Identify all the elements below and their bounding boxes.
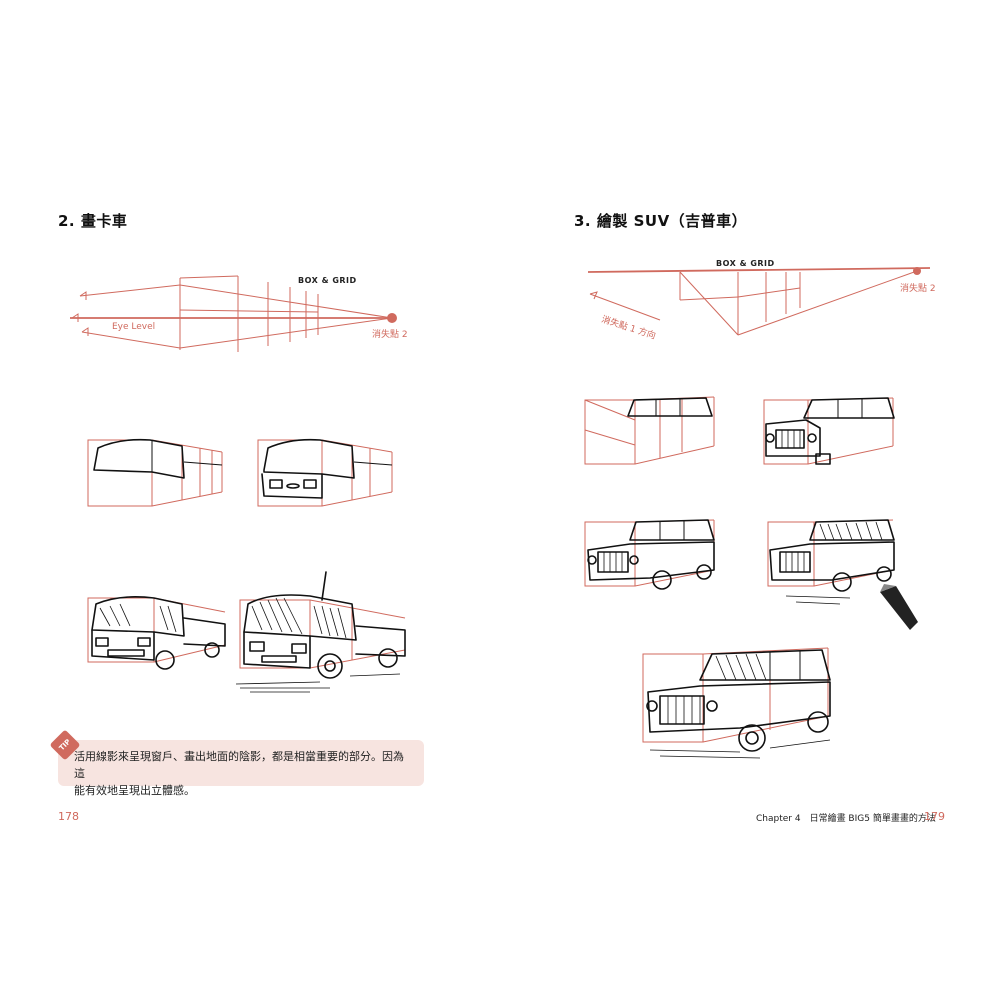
tip-text-line1: 活用線影來呈現窗戶、畫出地面的陰影，都是相當重要的部分。因為這 — [74, 750, 404, 780]
left-box-grid-label: BOX & GRID — [298, 276, 357, 285]
eye-level-label: Eye Level — [112, 322, 156, 332]
footer-chapter-title: Chapter 4 日常繪畫 BIG5 簡單畫畫的方法 — [756, 814, 936, 824]
right-section-title: 3. 繪製 SUV（吉普車） — [574, 212, 748, 230]
right-page-number: 179 — [924, 810, 945, 823]
right-vanishing-point-2-label: 消失點 2 — [900, 284, 936, 294]
tip-text-line2: 能有效地呈現出立體感。 — [74, 784, 195, 797]
left-section-title: 2. 畫卡車 — [58, 212, 128, 230]
pen-icon — [880, 586, 918, 630]
left-page-number: 178 — [58, 810, 79, 823]
right-box-grid-label: BOX & GRID — [716, 259, 775, 268]
tip-box: 活用線影來呈現窗戶、畫出地面的陰影，都是相當重要的部分。因為這 能有效地呈現出立… — [58, 740, 424, 797]
left-vanishing-point-label: 消失點 2 — [372, 330, 408, 340]
